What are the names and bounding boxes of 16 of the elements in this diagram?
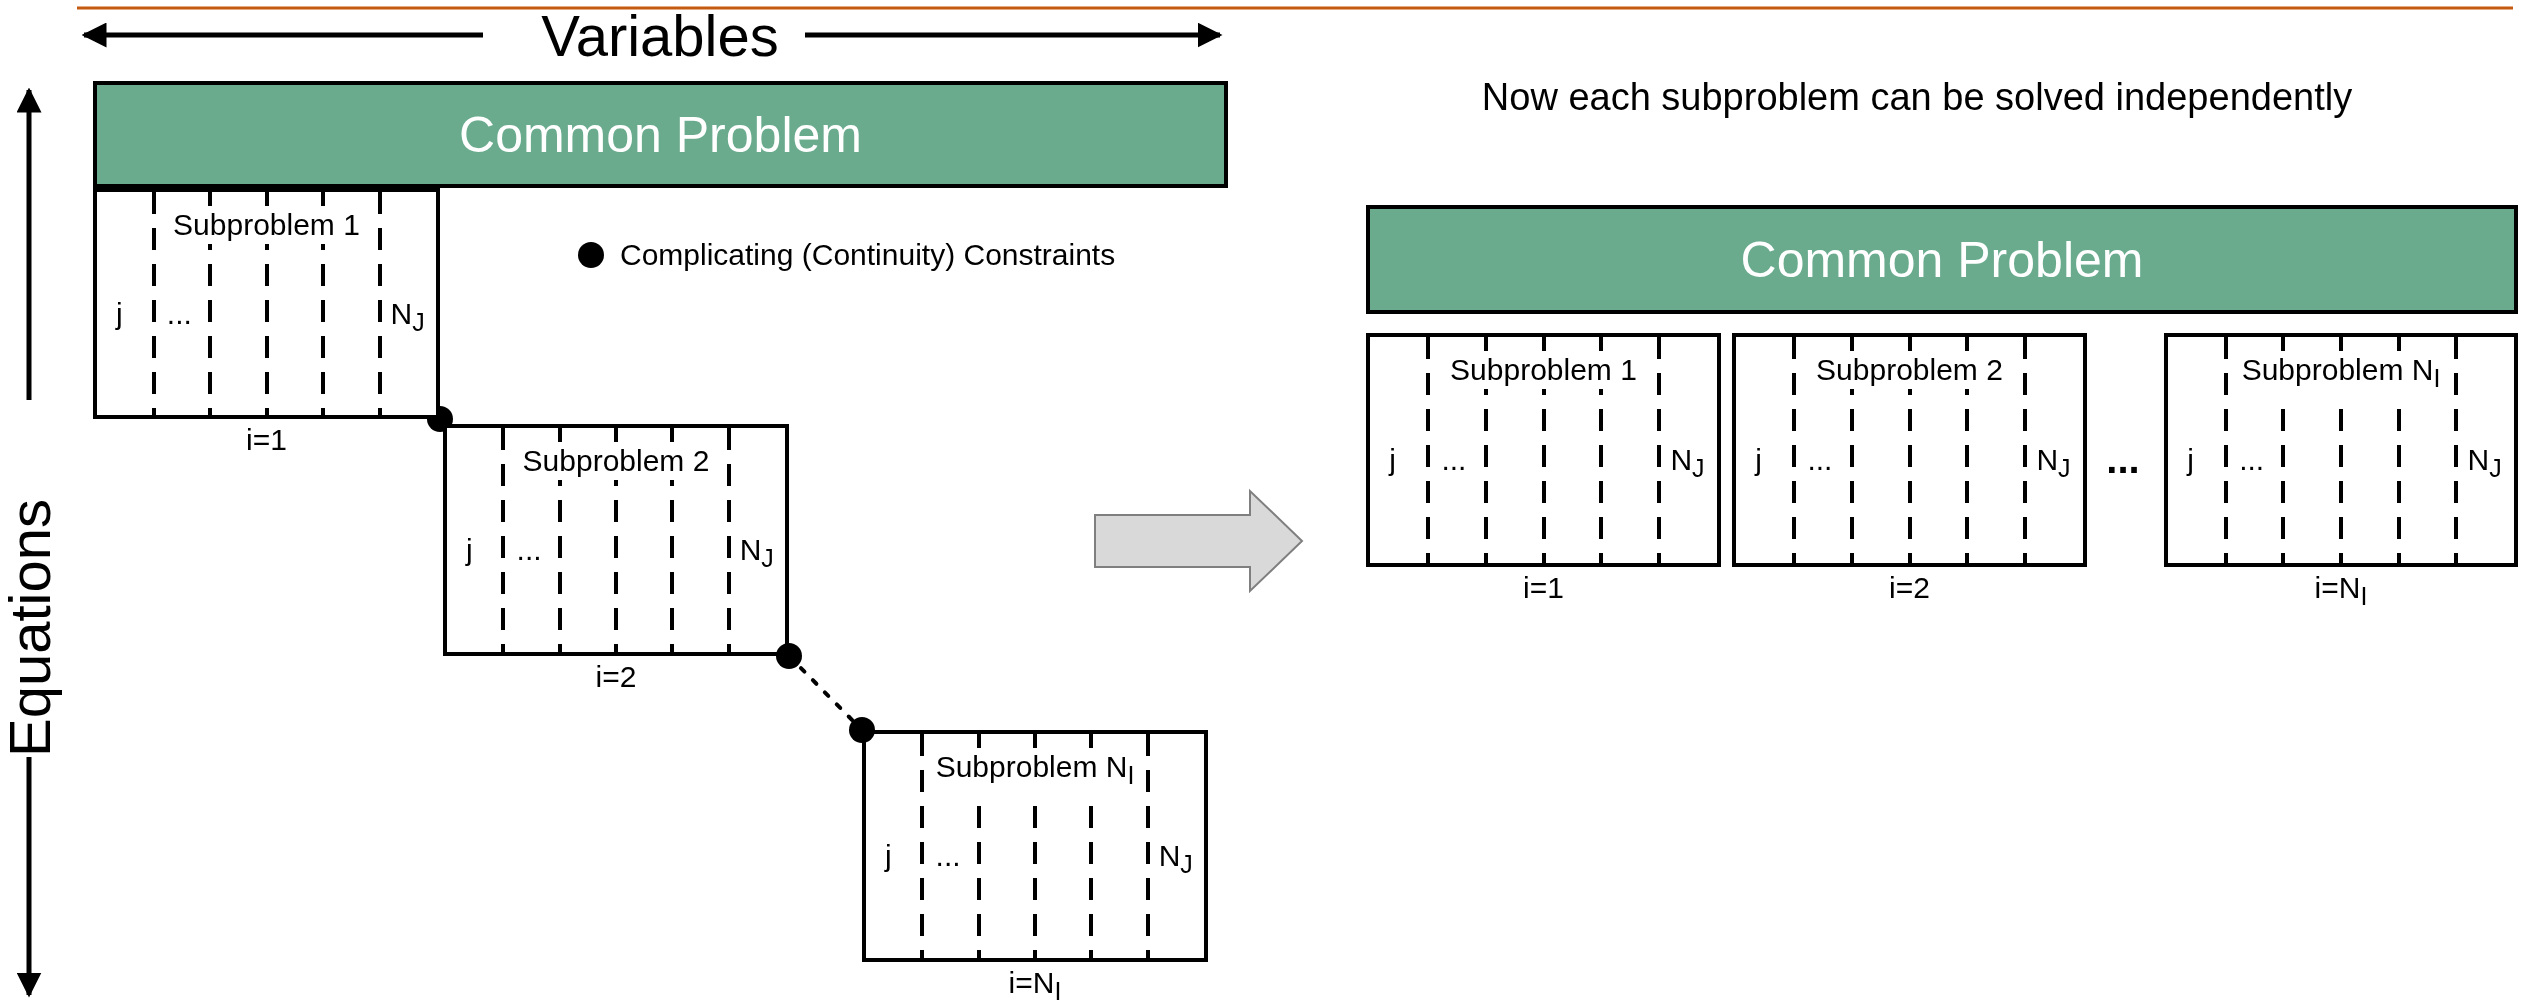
process-box [1366, 205, 2518, 314]
dotted-connector [776, 643, 875, 743]
axis-label: Variables [541, 1, 779, 69]
block-caption: i=1 [246, 423, 287, 457]
process-box [93, 81, 1228, 188]
ellipsis-text: ... [2106, 436, 2140, 482]
box-title: Common Problem [459, 105, 862, 164]
block-caption: i=N$_{I}$ [1008, 966, 1062, 1001]
note-text: Now each subproblem can be solved independently [1481, 75, 2353, 119]
block-caption: i=2 [1889, 571, 1930, 605]
block-caption: i=1 [1523, 571, 1564, 605]
legend-text: Complicating (Continuity) Constraints [620, 238, 1116, 272]
block-caption: i=2 [595, 660, 637, 694]
block-caption: i=N$_{I}$ [2314, 571, 2368, 611]
box-title: Common Problem [1740, 230, 2144, 289]
axis-label: Equations [0, 499, 63, 757]
